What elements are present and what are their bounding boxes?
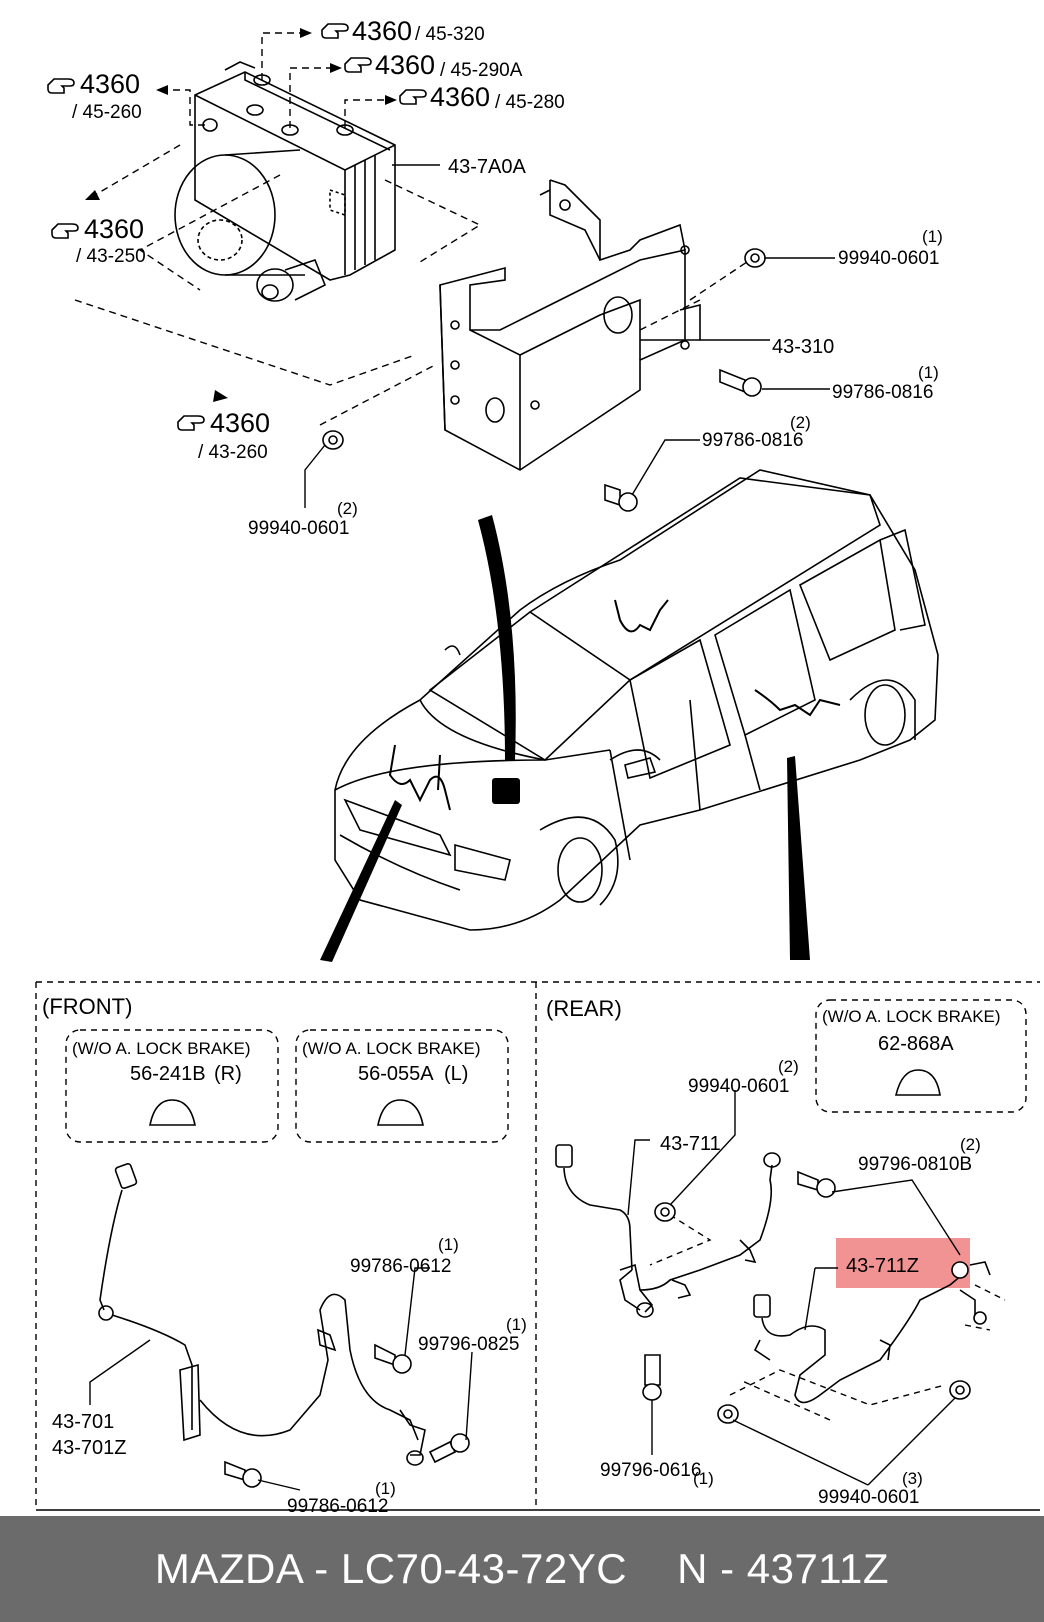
part-56-055a-label: 56-055A (358, 1063, 434, 1085)
box-title: (W/O A. LOCK BRAKE) (72, 1039, 251, 1058)
front-sensor-drawing (98, 1162, 426, 1466)
qty-label: (1) (918, 363, 939, 382)
part-62-868a-label: 62-868A (878, 1033, 954, 1055)
plug-icon (894, 1069, 941, 1096)
qty-label: (2) (778, 1057, 799, 1076)
qty-label: (3) (902, 1469, 923, 1488)
pointing-hand-icon (51, 223, 79, 239)
qty-label: (1) (375, 1479, 396, 1498)
part-99786-0816-label: 99786-0816 (702, 430, 803, 451)
part-99796-0825-label: 99796-0825 (418, 1334, 519, 1355)
box-title: (W/O A. LOCK BRAKE) (302, 1039, 481, 1058)
pointing-hand-icon (344, 57, 372, 73)
pointing-hand-icon (177, 415, 205, 431)
part-43-7a0a-label: 43-7A0A (448, 156, 526, 178)
qty-label: (1) (506, 1315, 527, 1334)
parts-diagram: 4360 / 45-320 4360 / 45-290A 4360 / 45-2… (35, 16, 1040, 1516)
part-99796-0810b-label: 99796-0810B (858, 1154, 972, 1175)
part-43-711z-label: 43-711Z (846, 1255, 919, 1277)
ref-43-260-label: / 43-260 (198, 442, 268, 463)
plug-icon (149, 1099, 196, 1126)
side-label: (R) (214, 1063, 242, 1085)
part-43-310-label: 43-310 (772, 336, 834, 358)
ref-4360-label: 4360 (352, 16, 412, 46)
rear-dashed-leaders (649, 1214, 1006, 1421)
ref-4360-label: 4360 (430, 82, 490, 112)
top-fasteners (322, 248, 766, 512)
part-99786-0816-label: 99786-0816 (832, 382, 933, 403)
part-56-241b-label: 56-241B (130, 1063, 206, 1085)
pointing-hand-icon (321, 23, 349, 39)
front-section-title: (FRONT) (42, 994, 132, 1019)
part-99786-0612-label: 99786-0612 (350, 1256, 451, 1277)
top-leader-lines (74, 32, 751, 426)
rear-box: (W/O A. LOCK BRAKE) 62-868A (815, 999, 1027, 1113)
ref-4360-label: 4360 (375, 50, 435, 80)
ref-4360-label: 4360 (84, 214, 144, 244)
section-dividers (35, 981, 1040, 1508)
qty-label: (1) (922, 227, 943, 246)
qty-label: (2) (337, 499, 358, 518)
bracket-drawing (439, 179, 701, 471)
pointer-stripes (320, 515, 810, 962)
part-43-701z-label: 43-701Z (52, 1437, 127, 1459)
part-99940-0601-label: 99940-0601 (248, 518, 349, 539)
part-99940-0601-label: 99940-0601 (838, 248, 939, 269)
part-43-711-label: 43-711 (660, 1133, 721, 1155)
front-box-left: (W/O A. LOCK BRAKE) 56-055A (L) (295, 1029, 509, 1143)
ref-4360-label: 4360 (80, 69, 140, 99)
part-99786-0612-label: 99786-0612 (287, 1496, 388, 1516)
qty-label: (2) (960, 1135, 981, 1154)
vehicle-drawing (334, 469, 939, 931)
qty-label: (1) (438, 1235, 459, 1254)
side-label: (L) (444, 1063, 468, 1085)
plug-icon (377, 1099, 424, 1126)
top-part-leaders (304, 164, 835, 508)
front-part-leaders (89, 1267, 473, 1491)
ref-45-320-label: / 45-320 (415, 24, 485, 45)
qty-label: (2) (790, 413, 811, 432)
rear-part-leaders (627, 1090, 961, 1486)
ref-45-260-label: / 45-260 (72, 102, 142, 123)
part-99940-0601-label: 99940-0601 (818, 1487, 919, 1508)
ref-45-290a-label: / 45-290A (440, 60, 523, 81)
part-43-701-label: 43-701 (52, 1411, 114, 1433)
ref-45-280-label: / 45-280 (495, 92, 565, 113)
top-arrowheads (85, 28, 397, 402)
pointing-hand-icon (399, 89, 427, 105)
footer-part-number: N - 43711Z (677, 1545, 890, 1592)
part-99940-0601-label: 99940-0601 (688, 1076, 789, 1097)
highlight-box (836, 1238, 970, 1288)
rear-sensor-drawing (555, 1144, 991, 1404)
part-99796-0616-label: 99796-0616 (600, 1460, 701, 1481)
part-number-footer: MAZDA - LC70-43-72YC N - 43711Z (0, 1516, 1044, 1622)
ref-43-250-label: / 43-250 (76, 246, 146, 267)
ref-4360-label: 4360 (210, 408, 270, 438)
front-box-right: (W/O A. LOCK BRAKE) 56-241B (R) (65, 1029, 279, 1143)
vehicle-harness (388, 599, 841, 811)
rear-fasteners (642, 1170, 971, 1424)
footer-oem-number: MAZDA - LC70-43-72YC (154, 1545, 628, 1592)
hydraulic-unit-drawing (174, 61, 396, 302)
qty-label: (1) (693, 1469, 714, 1488)
box-title: (W/O A. LOCK BRAKE) (822, 1007, 1001, 1026)
front-fasteners (224, 1343, 470, 1488)
pointing-hand-icon (47, 78, 75, 94)
rear-section-title: (REAR) (546, 996, 622, 1021)
